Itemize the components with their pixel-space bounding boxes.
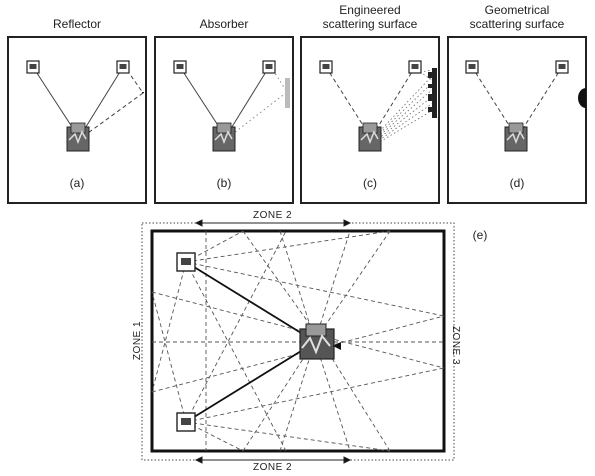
panel-a-title: Reflector bbox=[52, 17, 102, 31]
diffuser-panel bbox=[428, 68, 437, 118]
speaker-icon bbox=[555, 60, 569, 74]
zone-top-label: ZONE 2 bbox=[253, 210, 293, 221]
speaker-icon bbox=[116, 60, 130, 74]
zone-right-label: ZONE 3 bbox=[450, 325, 462, 366]
speaker-icon bbox=[465, 60, 479, 74]
panel-d-title: Geometrical scattering surface bbox=[469, 3, 565, 31]
zone-bottom-label: ZONE 2 bbox=[253, 462, 293, 473]
speaker-icon bbox=[262, 60, 276, 74]
listener-icon bbox=[299, 323, 342, 360]
listener-icon bbox=[66, 122, 90, 152]
speaker-icon bbox=[173, 60, 187, 74]
panel-c-title: Engineered scattering surface bbox=[322, 3, 418, 31]
panel-c bbox=[300, 36, 440, 204]
panel-b-label: (b) bbox=[216, 176, 232, 190]
panel-d bbox=[447, 36, 587, 204]
listener-icon bbox=[358, 122, 382, 152]
panel-d-label: (d) bbox=[509, 176, 525, 190]
panel-a-label: (a) bbox=[69, 176, 85, 190]
speaker-icon bbox=[176, 252, 196, 272]
panel-b-title: Absorber bbox=[199, 17, 249, 31]
absorber-panel bbox=[285, 78, 290, 108]
panel-a bbox=[7, 36, 147, 204]
zone-left-label: ZONE 1 bbox=[132, 320, 144, 361]
geometric-scatterer bbox=[578, 88, 586, 108]
panel-c-label: (c) bbox=[363, 176, 377, 190]
speaker-icon bbox=[26, 60, 40, 74]
speaker-icon bbox=[319, 60, 333, 74]
listener-icon bbox=[212, 122, 236, 152]
speaker-icon bbox=[176, 412, 196, 432]
listener-icon bbox=[504, 122, 528, 152]
panel-b bbox=[154, 36, 294, 204]
speaker-icon bbox=[408, 60, 422, 74]
panel-e-label: (e) bbox=[472, 228, 488, 242]
panel-e-room bbox=[141, 219, 455, 464]
